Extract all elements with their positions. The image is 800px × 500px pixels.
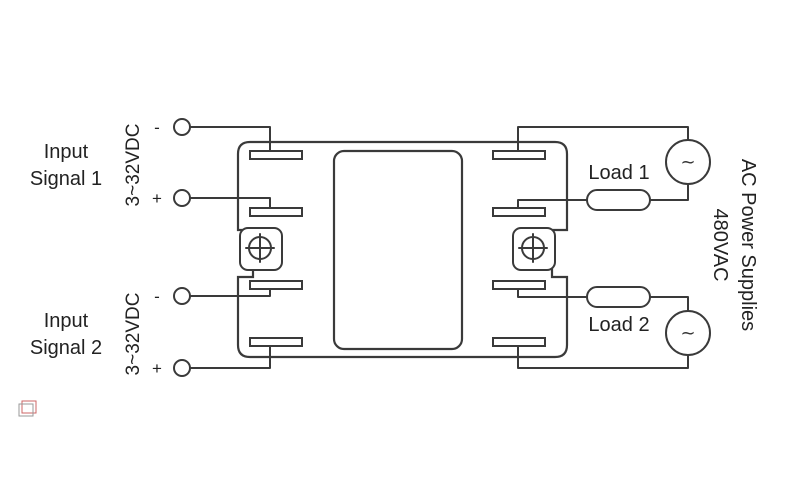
input2-pos-terminal[interactable] <box>173 359 191 377</box>
wire-ac2-top <box>649 296 689 312</box>
right-pin-2 <box>492 207 546 217</box>
ac-power-label: AC Power Supplies <box>737 159 759 331</box>
input1-pos-terminal[interactable] <box>173 189 191 207</box>
input1-label-line2: Signal 1 <box>30 168 102 190</box>
load2-label: Load 2 <box>588 314 649 336</box>
input1-neg-label: - <box>154 118 160 137</box>
mounting-screw-left <box>239 227 283 271</box>
input2-label-line2: Signal 2 <box>30 337 102 359</box>
ac-symbol: ~ <box>680 323 695 344</box>
input1-label-line1: Input <box>44 141 89 163</box>
input2-label-line1: Input <box>44 310 89 332</box>
left-pin-2 <box>249 207 303 217</box>
wire-ac1-top <box>517 126 689 152</box>
wire-input2-neg <box>189 288 271 297</box>
relay-center-window <box>332 149 464 351</box>
wire-load2-pin <box>517 288 588 298</box>
ac-source-2: ~ <box>665 310 711 356</box>
wire-ac1-bottom <box>649 183 689 201</box>
wire-input1-pos <box>189 197 271 209</box>
left-pin-1 <box>249 150 303 160</box>
resistor-load-icon <box>586 286 651 308</box>
left-pin-4 <box>249 337 303 347</box>
ac-source-1: ~ <box>665 139 711 185</box>
ac-voltage-label: 480VAC <box>709 208 731 281</box>
corner-badge-icon <box>18 400 37 417</box>
right-pin-4 <box>492 337 546 347</box>
input2-neg-label: - <box>154 287 160 306</box>
load1-label: Load 1 <box>588 162 649 184</box>
input1-voltage-label: 3~32VDC <box>123 124 144 207</box>
right-pin-1 <box>492 150 546 160</box>
wire-load1-pin <box>517 199 588 209</box>
input1-pos-label: + <box>152 189 162 208</box>
ac-symbol: ~ <box>680 152 695 173</box>
input2-pos-label: + <box>152 359 162 378</box>
input2-neg-terminal[interactable] <box>173 287 191 305</box>
wire-ac2-bottom <box>517 345 689 369</box>
ac-source-icon <box>665 139 711 185</box>
mounting-screw-right <box>512 227 556 271</box>
ac-source-icon <box>665 310 711 356</box>
relay-body <box>236 140 569 359</box>
wire-input1-neg <box>189 126 271 152</box>
left-pin-3 <box>249 280 303 290</box>
resistor-load-icon <box>586 189 651 211</box>
right-pin-3 <box>492 280 546 290</box>
input1-neg-terminal[interactable] <box>173 118 191 136</box>
input2-voltage-label: 3~32VDC <box>123 293 144 376</box>
wire-input2-pos <box>189 345 271 369</box>
